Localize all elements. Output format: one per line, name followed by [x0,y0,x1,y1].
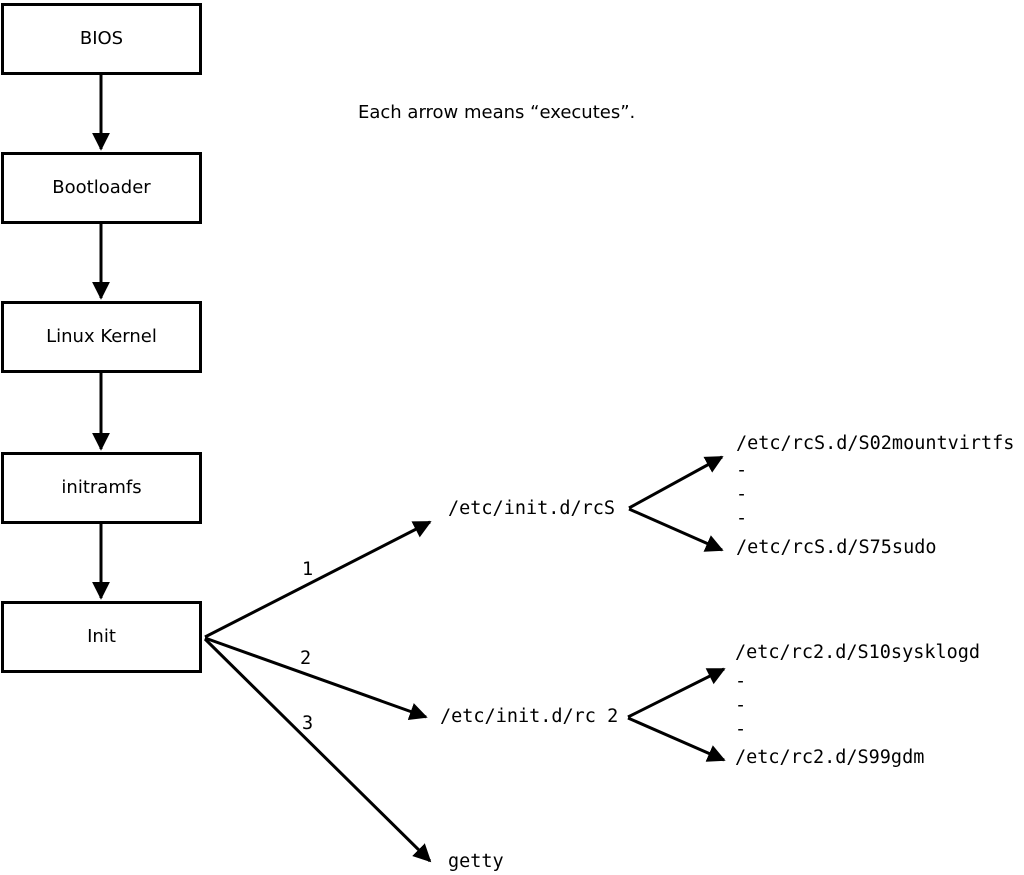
node-etc-init-d-rc2: /etc/init.d/rc 2 [440,706,619,727]
node-bios: BIOS [1,3,202,75]
node-bootloader: Bootloader [1,152,202,224]
node-getty: getty [448,851,504,872]
branch-3-number: 3 [302,713,314,734]
arrow-rc2-to-s99gdm [627,716,726,762]
node-init: Init [1,601,202,673]
node-rcs-d-s02mountvirtfs: /etc/rcS.d/S02mountvirtfs [736,433,1015,454]
node-initramfs-label: initramfs [61,477,142,498]
arrow-rcs-to-s75sudo [628,507,724,552]
node-rcs-d-s75sudo: /etc/rcS.d/S75sudo [736,537,937,558]
arrow-init-to-rcs [204,520,432,639]
node-rc2-d-s10sysklogd: /etc/rc2.d/S10sysklogd [735,642,981,663]
node-linux-kernel: Linux Kernel [1,301,202,373]
arrow-init-to-getty [203,637,432,863]
ellipsis-dash: - [736,460,748,481]
node-rc2-d-s99gdm: /etc/rc2.d/S99gdm [735,747,925,768]
arrow-rc2-to-s10sysklogd [627,667,726,719]
branch-1-number: 1 [302,559,314,580]
node-etc-init-d-rcs: /etc/init.d/rcS [448,498,616,519]
node-init-label: Init [87,626,116,647]
ellipsis-dash: - [736,508,748,529]
ellipsis-dash: - [735,719,747,740]
node-bootloader-label: Bootloader [52,177,151,198]
arrow-rcs-to-s02mountvirtfs [628,455,724,510]
arrow-init-to-rc2 [204,636,428,721]
branch-2-number: 2 [300,648,312,669]
ellipsis-dash: - [735,695,747,716]
node-initramfs: initramfs [1,452,202,524]
ellipsis-dash: - [735,671,747,692]
ellipsis-dash: - [736,484,748,505]
legend-note: Each arrow means “executes”. [358,102,636,123]
node-linux-kernel-label: Linux Kernel [46,326,157,347]
node-bios-label: BIOS [79,28,124,49]
